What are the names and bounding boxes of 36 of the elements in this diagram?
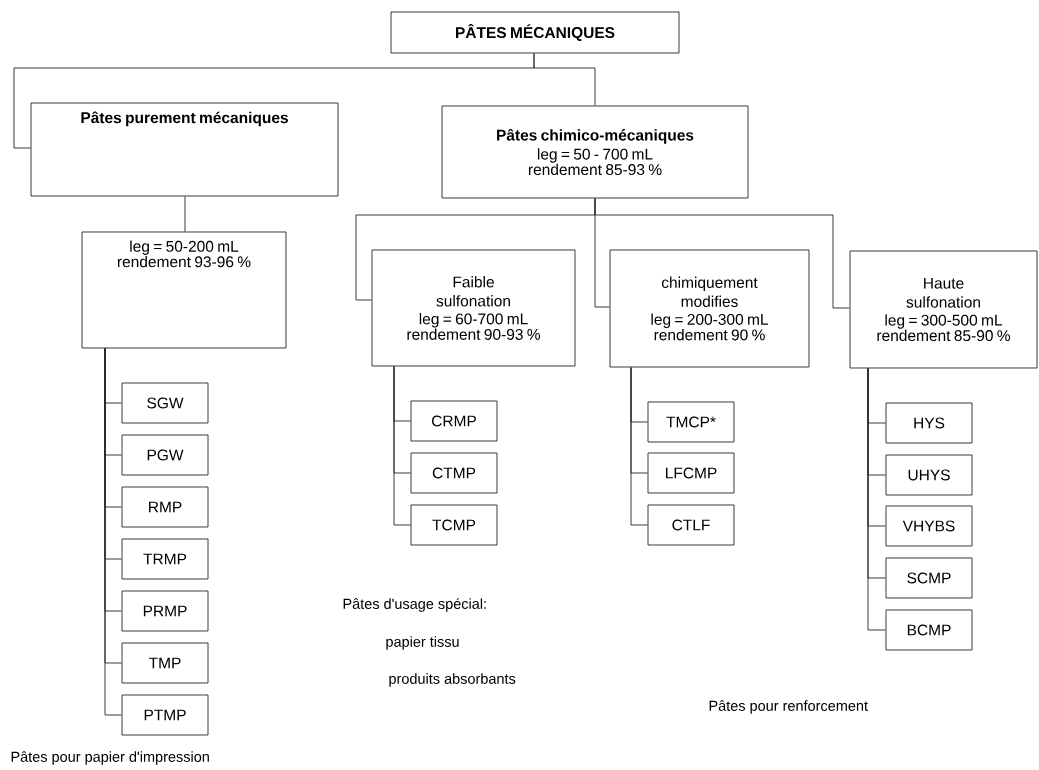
pulp-type-box: CTMP xyxy=(410,452,498,494)
connector-line xyxy=(533,53,596,106)
pulp-type-box: LFCMP xyxy=(647,452,735,494)
pulp-type-box: SGW xyxy=(121,382,209,424)
category-box: chimiquement modifies leg = 200-300 mL rendement 90 % xyxy=(609,249,810,368)
category-box: Pâtes purement mécaniques xyxy=(30,102,339,197)
title-box: PÂTES MÉCANIQUES xyxy=(390,11,680,54)
pulp-type-box: TCMP xyxy=(410,504,498,546)
pulp-type-box: RMP xyxy=(121,486,209,528)
pulp-type-box: CRMP xyxy=(410,400,498,442)
pulp-type-box: PRMP xyxy=(121,590,209,632)
connector-line xyxy=(393,366,411,526)
pulp-type-box: PTMP xyxy=(121,694,209,736)
note-text: Pâtes pour papier d'impression xyxy=(11,751,209,765)
note-text: produits absorbants xyxy=(389,673,516,687)
pulp-type-box: BCMP xyxy=(885,609,973,651)
pulp-type-box: CTLF xyxy=(647,504,735,546)
pulp-type-box: VHYBS xyxy=(885,505,973,547)
pulp-type-box: PGW xyxy=(121,434,209,476)
note-text: Pâtes pour renforcement xyxy=(709,700,868,714)
connector-line xyxy=(867,368,886,631)
category-box: leg = 50-200 mL rendement 93-96 % xyxy=(81,231,287,349)
category-box: Haute sulfonation leg = 300-500 mL rendement 85-90 % xyxy=(849,250,1038,369)
note-text: papier tissu xyxy=(386,636,459,650)
pulp-type-box: SCMP xyxy=(885,557,973,599)
pulp-type-box: TMCP* xyxy=(647,401,735,443)
connector-line xyxy=(594,198,850,309)
pulp-type-box: TRMP xyxy=(121,538,209,580)
pulp-type-box: UHYS xyxy=(885,454,973,496)
pulp-type-box: TMP xyxy=(121,642,209,684)
category-box: Faible sulfonation leg = 60-700 mL rendement 90-93 % xyxy=(371,249,576,367)
category-box: Pâtes chimico-mécaniques leg = 50 - 700 mL rendement 85-93 % xyxy=(441,105,749,199)
pulp-type-box: HYS xyxy=(885,402,973,444)
connector-line xyxy=(184,196,186,232)
connector-line xyxy=(630,367,648,526)
note-text: Pâtes d'usage spécial: xyxy=(343,598,486,612)
